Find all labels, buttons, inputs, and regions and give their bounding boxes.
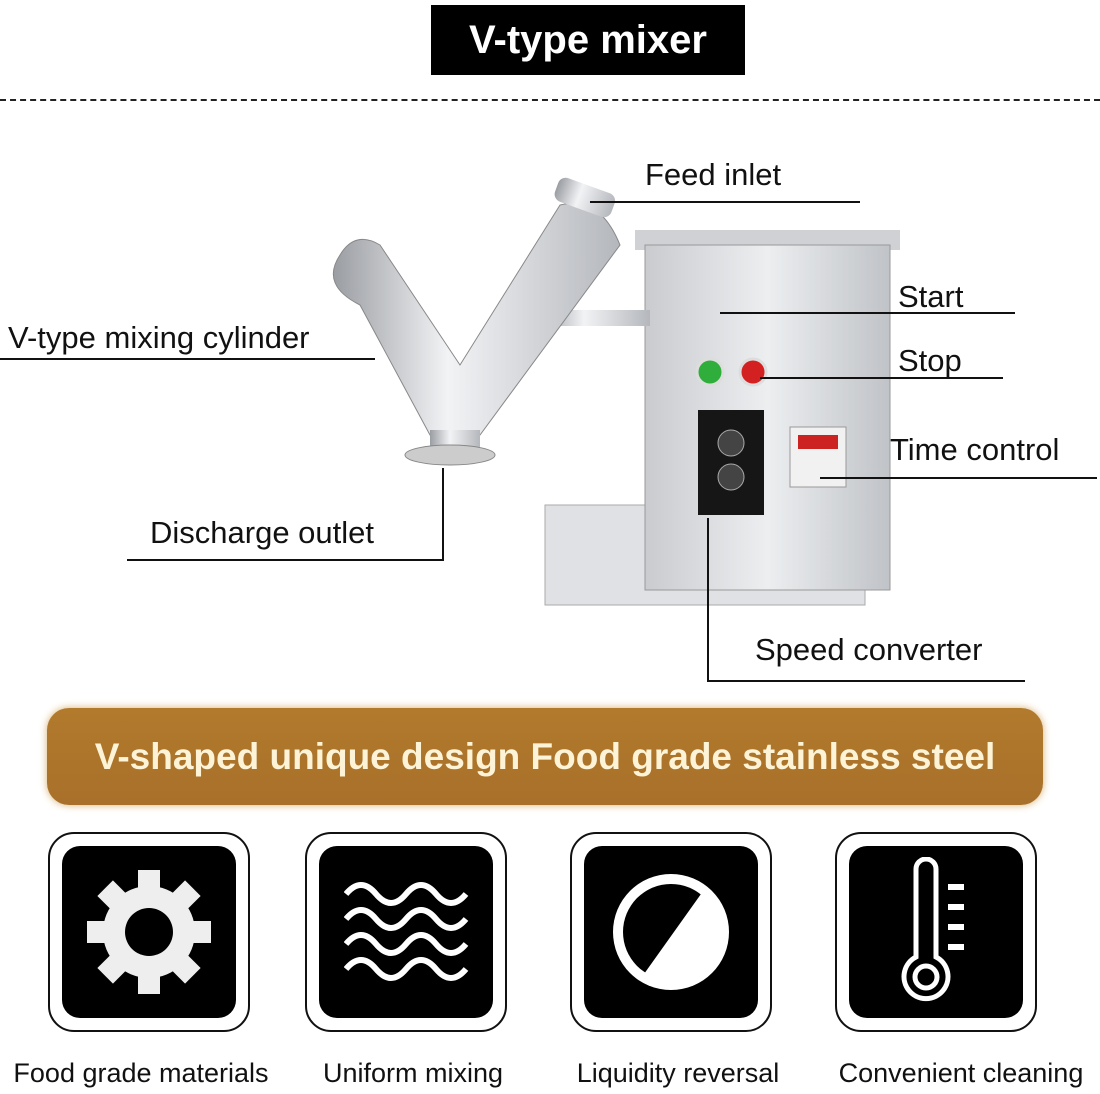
callout-time-control: Time control [890, 432, 1060, 467]
callout-speed-converter: Speed converter [755, 632, 983, 667]
feature-label: Food grade materials [13, 1058, 269, 1088]
feature-banner: V-shaped unique design Food grade stainl… [47, 708, 1043, 805]
feature-card-uniform-mixing [305, 832, 507, 1032]
leader-line [442, 468, 444, 560]
feature-card-liquidity-reversal [570, 832, 772, 1032]
leader-line [707, 680, 1025, 682]
callout-feed-inlet: Feed inlet [645, 157, 782, 192]
v-mixer-machine-image [332, 177, 900, 606]
page-title: V-type mixer [431, 5, 745, 75]
feature-label: Convenient cleaning [838, 1058, 1084, 1088]
leader-line [0, 358, 375, 360]
callout-start: Start [898, 279, 964, 314]
leader-line [760, 377, 1003, 379]
waves-icon [343, 882, 468, 981]
callout-discharge-outlet: Discharge outlet [150, 515, 375, 550]
callout-mixing-cylinder: V-type mixing cylinder [8, 320, 310, 355]
leader-line [707, 518, 709, 682]
feature-card-food-grade [48, 832, 250, 1032]
half-circle-icon [613, 874, 729, 990]
feature-card-convenient-cleaning [835, 832, 1037, 1032]
leader-line [720, 312, 1015, 314]
leader-line [590, 201, 860, 203]
feature-label: Liquidity reversal [576, 1058, 780, 1088]
divider [0, 99, 1100, 101]
leader-line [127, 559, 444, 561]
leader-line [820, 477, 1097, 479]
callout-stop: Stop [898, 343, 962, 378]
thermometer-icon [901, 857, 964, 1002]
feature-label: Uniform mixing [322, 1058, 504, 1088]
gear-icon [87, 870, 211, 994]
